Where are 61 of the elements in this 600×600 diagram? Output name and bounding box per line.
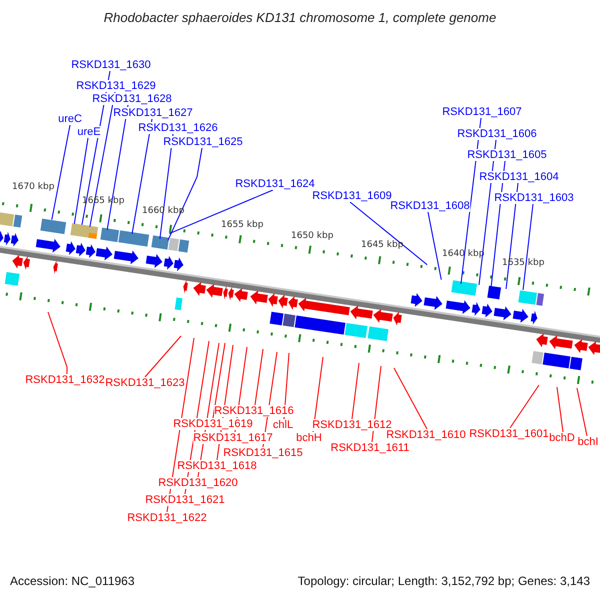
leader-line — [350, 202, 428, 266]
leader-line — [167, 148, 202, 241]
gene-label: ureE — [77, 126, 101, 138]
gene-label: bchI — [578, 436, 598, 448]
leader-line — [48, 312, 68, 374]
leader-line — [51, 124, 70, 220]
scale-label: 1645 kbp — [361, 240, 404, 250]
leader-line — [510, 384, 540, 428]
gene-label: RSKD131_1619 — [173, 418, 253, 430]
gene-label: RSKD131_1627 — [113, 107, 193, 119]
gene-label: RSKD131_1626 — [138, 122, 218, 134]
gene-label: chlL — [272, 419, 294, 431]
gene-label: RSKD131_1625 — [163, 136, 243, 148]
gene-label: bchH — [296, 432, 322, 444]
gene-label: RSKD131_1622 — [127, 512, 207, 524]
diagram-title: Rhodobacter sphaeroides KD131 chromosome 1, complete genome — [102, 10, 498, 25]
leader-line — [132, 118, 152, 234]
gene-label: ureC — [58, 113, 82, 125]
gene-label: RSKD131_1610 — [386, 429, 466, 441]
gene-label: RSKD131_1615 — [223, 447, 303, 459]
gene-label: RSKD131_1608 — [390, 200, 470, 212]
gene-label: RSKD131_1606 — [457, 128, 537, 140]
gene-label: RSKD131_1609 — [312, 190, 392, 202]
leader-line — [159, 134, 174, 240]
gene-label: RSKD131_1616 — [214, 405, 294, 417]
leader-line — [106, 104, 128, 230]
leader-line — [576, 388, 588, 436]
leader-line — [89, 92, 116, 228]
scale-label: 1650 kbp — [291, 231, 334, 241]
footer-text: Topology: circular; Length: 3,152,792 bp; Genes: 3,143 — [298, 574, 590, 588]
gene-label: RSKD131_1624 — [235, 178, 315, 190]
leader-line — [556, 386, 564, 432]
leader-line — [212, 342, 226, 418]
gene-label: RSKD131_1618 — [177, 460, 257, 472]
gene-label: RSKD131_1630 — [71, 59, 151, 71]
leader-line — [168, 190, 274, 234]
gene-label: RSKD131_1607 — [442, 106, 522, 118]
gene-label: RSKD131_1605 — [467, 149, 547, 161]
gene-label: RSKD131_1612 — [312, 419, 392, 431]
scale-label: 1655 kbp — [221, 220, 264, 230]
leader-line — [74, 138, 88, 224]
gene-label: RSKD131_1611 — [330, 442, 410, 454]
gene-label: bchD — [549, 432, 575, 444]
leader-line — [428, 212, 442, 280]
gene-label: RSKD131_1604 — [479, 171, 559, 183]
gene-label: RSKD131_1621 — [145, 494, 225, 506]
gene-label: RSKD131_1629 — [76, 80, 156, 92]
leader-line — [254, 348, 264, 406]
gene-label: RSKD131_1620 — [158, 477, 238, 489]
leader-line — [144, 336, 182, 378]
gene-label: RSKD131_1601 — [469, 428, 549, 440]
leader-line — [522, 204, 534, 290]
gene-label: RSKD131_1628 — [92, 93, 172, 105]
gene-label: RSKD131_1617 — [193, 432, 273, 444]
scale-label: 1670 kbp — [12, 182, 54, 192]
gene-label: RSKD131_1632 — [25, 374, 105, 386]
leader-line — [352, 362, 360, 420]
leader-line — [394, 368, 428, 430]
gene-label: RSKD131_1623 — [105, 377, 185, 389]
gene-label: RSKD131_1603 — [494, 192, 574, 204]
footer-text: Accession: NC_011963 — [10, 574, 135, 588]
